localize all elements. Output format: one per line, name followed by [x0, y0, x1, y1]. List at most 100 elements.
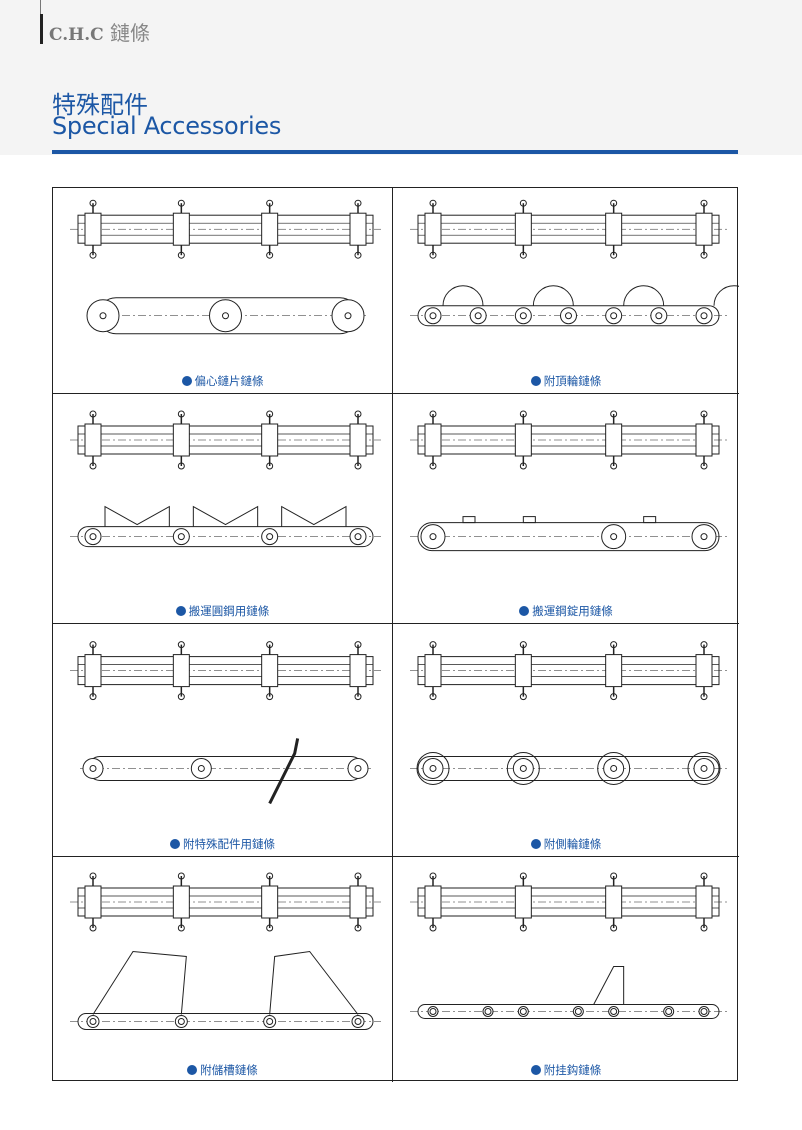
- pin-head: [429, 924, 437, 932]
- roller: [349, 885, 367, 919]
- pin-head: [354, 251, 362, 259]
- roller-circle: [84, 528, 102, 546]
- roller-circle: [698, 1006, 710, 1017]
- top-roller: [532, 285, 574, 306]
- pin-circle: [610, 533, 618, 541]
- bullet-icon: [175, 606, 186, 616]
- caption: 附儲槽鏈條: [53, 1062, 392, 1078]
- roller: [172, 654, 190, 688]
- ingot-lug: [462, 516, 476, 524]
- top-roller: [623, 285, 665, 306]
- special-attachment: [268, 738, 300, 805]
- pin-head: [266, 641, 274, 649]
- roller: [514, 423, 532, 457]
- ingot-lug: [643, 516, 657, 524]
- pin-circle: [700, 1008, 708, 1015]
- v-attachment: [281, 505, 347, 527]
- page-title-cn: 特殊配件: [52, 91, 148, 119]
- pin-circle: [474, 312, 482, 320]
- roller: [695, 212, 713, 246]
- pin-head: [89, 872, 97, 880]
- pin-head: [519, 251, 527, 259]
- pin-head: [266, 462, 274, 470]
- pin-circle: [519, 312, 527, 320]
- caption-text: 附側輪鏈條: [543, 837, 602, 851]
- pin-circle: [565, 312, 572, 320]
- caption: 附側輪鏈條: [393, 836, 739, 852]
- bullet-icon: [530, 839, 541, 849]
- roller-circle: [603, 757, 625, 779]
- pin-head: [266, 251, 274, 259]
- roller-circle: [572, 1006, 584, 1017]
- pin-circle: [610, 312, 618, 320]
- roller-circle: [663, 1006, 675, 1017]
- pin-head: [177, 693, 185, 701]
- title-rule: [52, 150, 738, 154]
- pin-circle: [574, 1008, 582, 1015]
- roller-circle: [691, 524, 717, 550]
- roller-circle: [693, 757, 715, 779]
- pin-head: [700, 251, 708, 259]
- caption-text: 附挂鈎鏈條: [543, 1063, 602, 1077]
- pin-head: [610, 641, 618, 649]
- accessory-cell: 搬運圓鋼用鏈條: [53, 394, 393, 624]
- side-roller: [416, 751, 450, 785]
- pin-circle: [177, 1018, 185, 1025]
- top-roller: [442, 285, 484, 306]
- accessory-cell: 附頂輪鏈條: [393, 188, 739, 394]
- roller-circle: [517, 1006, 529, 1017]
- pin-head: [700, 693, 708, 701]
- side-roller: [597, 751, 631, 785]
- pin-circle: [177, 533, 185, 541]
- pin-head: [700, 410, 708, 418]
- caption: 附頂輪鏈條: [393, 373, 739, 389]
- bullet-icon: [170, 839, 180, 849]
- chain-drawing: [70, 641, 381, 805]
- pin-head: [266, 924, 274, 932]
- roller-circle: [424, 307, 442, 325]
- roller-circle: [482, 1006, 494, 1017]
- pin-head: [89, 410, 97, 418]
- pin-head: [266, 410, 274, 418]
- pin-circle: [700, 764, 708, 772]
- roller: [349, 423, 367, 457]
- roller-circle: [601, 524, 627, 550]
- caption: 附特殊配件用鏈條: [53, 836, 392, 852]
- chain-drawing: [410, 641, 727, 785]
- chain-drawing: [70, 872, 381, 1030]
- roller: [424, 212, 442, 246]
- pin-circle: [610, 1008, 618, 1015]
- roller: [605, 885, 623, 919]
- caption-text: 附儲槽鏈條: [200, 1063, 258, 1077]
- roller: [514, 212, 532, 246]
- bullet-icon: [519, 606, 530, 616]
- chain-drawing: [70, 410, 381, 548]
- roller-circle: [605, 307, 623, 325]
- caption-text: 附頂輪鏈條: [543, 374, 602, 388]
- caption-text: 搬運鋼錠用鏈條: [532, 604, 613, 618]
- pin-head: [354, 641, 362, 649]
- roller-circle: [560, 307, 577, 325]
- accessory-cell: 附側輪鏈條: [393, 624, 739, 857]
- roller-circle: [347, 757, 369, 779]
- pin-circle: [89, 764, 97, 772]
- pin-head: [89, 924, 97, 932]
- pin-circle: [99, 312, 107, 320]
- pin-circle: [344, 312, 352, 320]
- roller: [84, 423, 102, 457]
- page-header: C.H.C 鏈條 特殊配件 Special Accessories: [0, 0, 802, 155]
- roller: [514, 885, 532, 919]
- pin-head: [610, 199, 618, 207]
- roller: [172, 212, 190, 246]
- caption: 附挂鈎鏈條: [393, 1062, 739, 1078]
- brand-cjk: 鏈條: [110, 21, 151, 45]
- pin-circle: [266, 1018, 274, 1025]
- pin-circle: [610, 764, 618, 772]
- accessory-cell: 附挂鈎鏈條: [393, 857, 739, 1082]
- pin-circle: [89, 1018, 97, 1025]
- roller-circle: [190, 757, 212, 779]
- roller: [514, 654, 532, 688]
- pin-head: [177, 462, 185, 470]
- roller: [349, 654, 367, 688]
- pin-head: [354, 693, 362, 701]
